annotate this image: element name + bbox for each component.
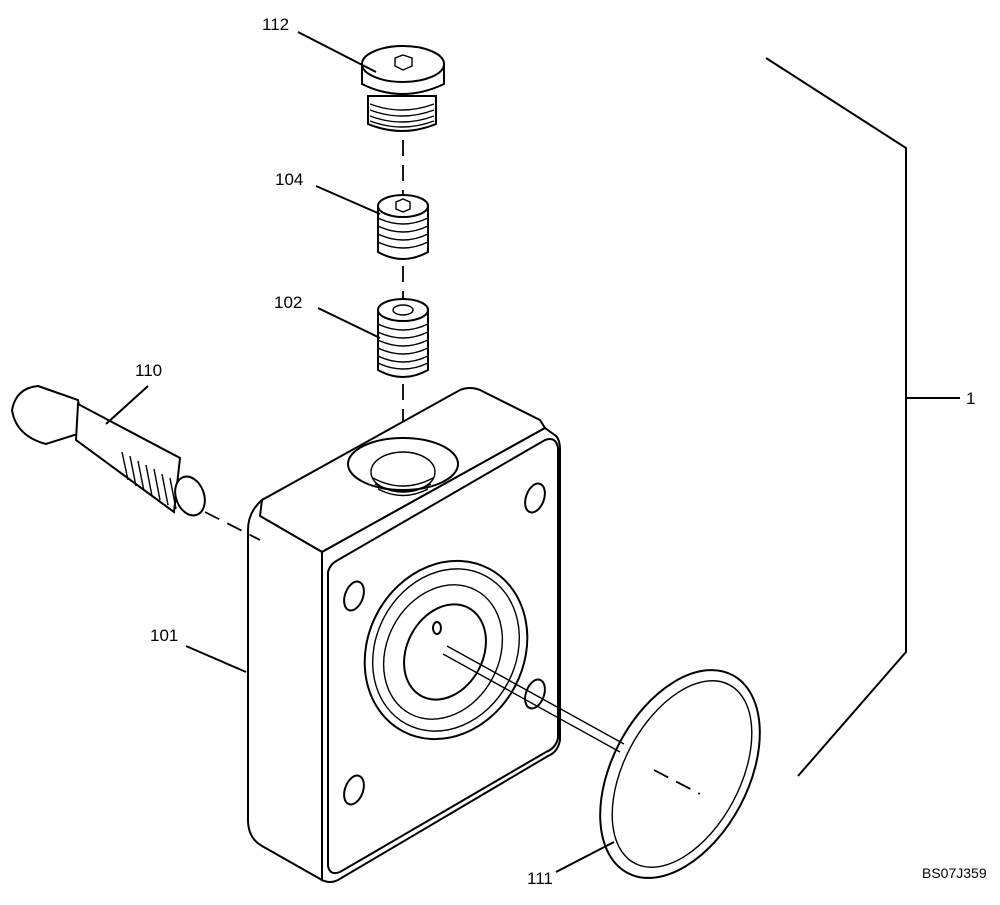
part-101-body-block [247,387,561,883]
part-111-o-ring [599,669,761,879]
callout-111: 111 [527,869,553,888]
callout-110: 110 [135,361,162,380]
callout-1: 1 [966,389,975,408]
drawing-code: BS07J359 [922,865,987,881]
part-102-threaded-insert [377,298,429,378]
leader-line-110 [105,385,149,425]
callout-102: 102 [274,293,302,312]
callout-101: 101 [150,626,178,645]
part-104-set-screw [377,194,429,260]
leader-line-102 [317,307,381,339]
callout-112: 112 [262,15,289,34]
axis-line-bolt [204,511,261,541]
leader-line-104 [315,185,381,215]
part-112-plug [361,45,445,132]
assembly-bracket [765,57,907,777]
part-110-cap-screw [10,384,206,517]
leader-line-111 [555,841,615,873]
leader-line-112 [297,31,377,73]
callout-104: 104 [275,170,303,189]
pilot-axis [442,645,625,753]
leader-line-101 [185,645,247,673]
